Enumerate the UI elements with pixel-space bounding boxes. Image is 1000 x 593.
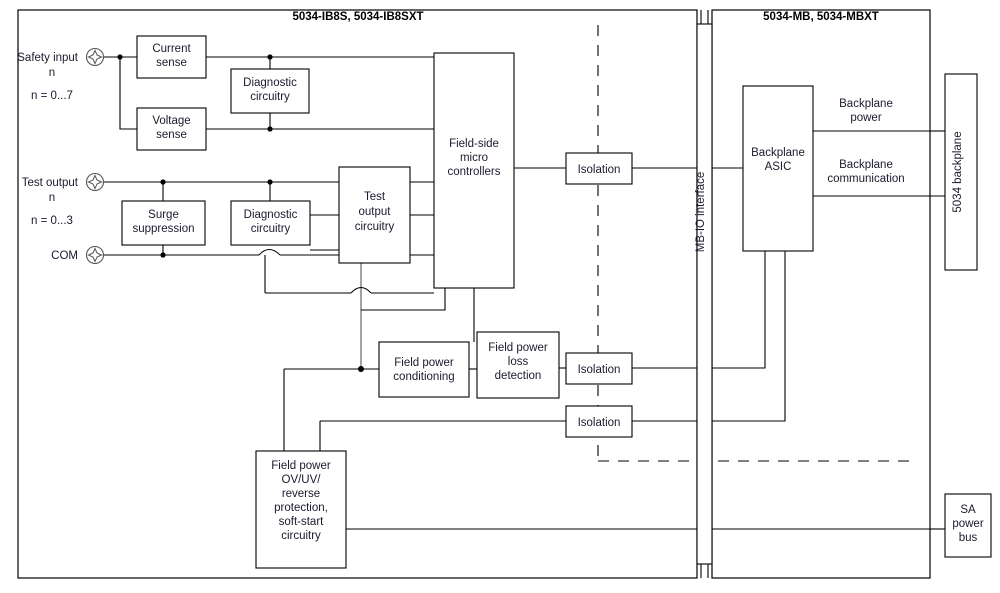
box-sa-power-bus[interactable] <box>944 493 992 558</box>
box-field-power-loss-detection[interactable] <box>476 331 560 399</box>
label-fpp-2: OV/UV/ <box>282 474 322 486</box>
label-voltage-sense-1: Voltage <box>152 115 190 127</box>
label-diag-bot-1: Diagnostic <box>244 209 298 221</box>
box-field-power-conditioning[interactable] <box>378 341 470 398</box>
label-micro-1: Field-side <box>449 138 499 150</box>
junction-dot-diag-bottom <box>267 126 273 132</box>
label-asic-2: ASIC <box>765 161 792 173</box>
box-5034-backplane[interactable] <box>944 73 978 271</box>
label-fpp-6: circuitry <box>281 530 321 542</box>
label-mb-io-interface: MB-IO interface <box>695 172 707 253</box>
label-backplane-comm-2: communication <box>827 173 904 185</box>
label-fpc-2: conditioning <box>393 371 454 383</box>
label-fpp-3: reverse <box>282 488 320 500</box>
box-isolation-2[interactable] <box>565 352 633 385</box>
box-surge-suppression[interactable] <box>121 200 206 246</box>
label-current-sense-2: sense <box>156 57 187 69</box>
box-isolation-1[interactable] <box>565 152 633 185</box>
label-5034-backplane: 5034 backplane <box>952 131 964 212</box>
label-voltage-sense-2: sense <box>156 129 187 141</box>
terminal-safety-input[interactable] <box>85 47 105 67</box>
label-diag-bot-2: circuitry <box>251 223 291 235</box>
wire-com-hop <box>258 248 281 256</box>
box-diagnostic-circuitry-top[interactable] <box>230 68 310 114</box>
box-current-sense[interactable] <box>136 35 207 79</box>
label-micro-2: micro <box>460 152 488 164</box>
label-backplane-power-1: Backplane <box>839 98 893 110</box>
label-fpp-5: soft-start <box>279 516 325 528</box>
terminal-label-safety-input-line1: Safety input <box>17 52 79 64</box>
terminal-label-test-output-line3: n = 0...3 <box>31 215 73 227</box>
box-field-power-protection[interactable] <box>255 450 347 569</box>
terminal-com[interactable] <box>85 245 105 265</box>
label-backplane-comm-1: Backplane <box>839 159 893 171</box>
label-sa-3: bus <box>959 532 978 544</box>
label-sa-1: SA <box>960 504 976 516</box>
terminal-label-test-output-line1: Test output <box>22 177 79 189</box>
label-current-sense-1: Current <box>152 43 191 55</box>
wire-mbio-to-asic-lower1 <box>712 251 766 369</box>
label-isolation-2: Isolation <box>578 364 621 376</box>
terminal-label-safety-input-line3: n = 0...7 <box>31 90 73 102</box>
label-isolation-1: Isolation <box>578 164 621 176</box>
box-isolation-3[interactable] <box>565 405 633 438</box>
box-field-side-micro-controllers[interactable] <box>433 52 515 289</box>
label-surge-1: Surge <box>148 209 179 221</box>
label-testout-3: circuitry <box>355 221 395 233</box>
label-fpc-1: Field power <box>394 357 454 369</box>
label-fpp-4: protection, <box>274 502 328 514</box>
label-isolation-3: Isolation <box>578 417 621 429</box>
right-module-title: 5034-MB, 5034-MBXT <box>763 11 879 23</box>
terminal-label-test-output-line2: n <box>49 192 55 204</box>
label-micro-3: controllers <box>447 166 500 178</box>
junction-dot-test-surge <box>160 179 166 185</box>
junction-dot-diag-top <box>267 54 273 60</box>
junction-dot-safety <box>117 54 123 60</box>
label-sa-2: power <box>952 518 983 530</box>
wire-safety-branch-voltage <box>119 57 137 130</box>
label-testout-2: output <box>359 206 392 218</box>
label-testout-1: Test <box>364 191 386 203</box>
label-backplane-power-2: power <box>850 112 881 124</box>
label-surge-2: suppression <box>132 223 194 235</box>
label-fpld-1: Field power <box>488 342 548 354</box>
label-asic-1: Backplane <box>751 147 805 159</box>
wire-lower-bus-hop <box>350 286 372 294</box>
label-diag-top-2: circuitry <box>250 91 290 103</box>
junction-dot-test-diag <box>267 179 273 185</box>
box-mb-io-interface[interactable] <box>696 23 713 565</box>
wire-micro-down-left <box>361 288 446 311</box>
label-fpp-1: Field power <box>271 460 331 472</box>
label-fpld-3: detection <box>495 370 542 382</box>
terminal-test-output[interactable] <box>85 172 105 192</box>
box-test-output-circuitry[interactable] <box>338 166 411 264</box>
box-voltage-sense[interactable] <box>136 107 207 151</box>
label-fpld-2: loss <box>508 356 529 368</box>
label-diag-top-1: Diagnostic <box>243 77 297 89</box>
wire-mbio-to-asic-lower2 <box>712 251 786 422</box>
terminal-label-safety-input-line2: n <box>49 67 55 79</box>
terminal-label-com: COM <box>51 250 78 262</box>
box-diagnostic-circuitry-bottom[interactable] <box>230 200 311 246</box>
left-module-title: 5034-IB8S, 5034-IB8SXT <box>292 11 423 23</box>
box-backplane-asic[interactable] <box>742 85 814 252</box>
